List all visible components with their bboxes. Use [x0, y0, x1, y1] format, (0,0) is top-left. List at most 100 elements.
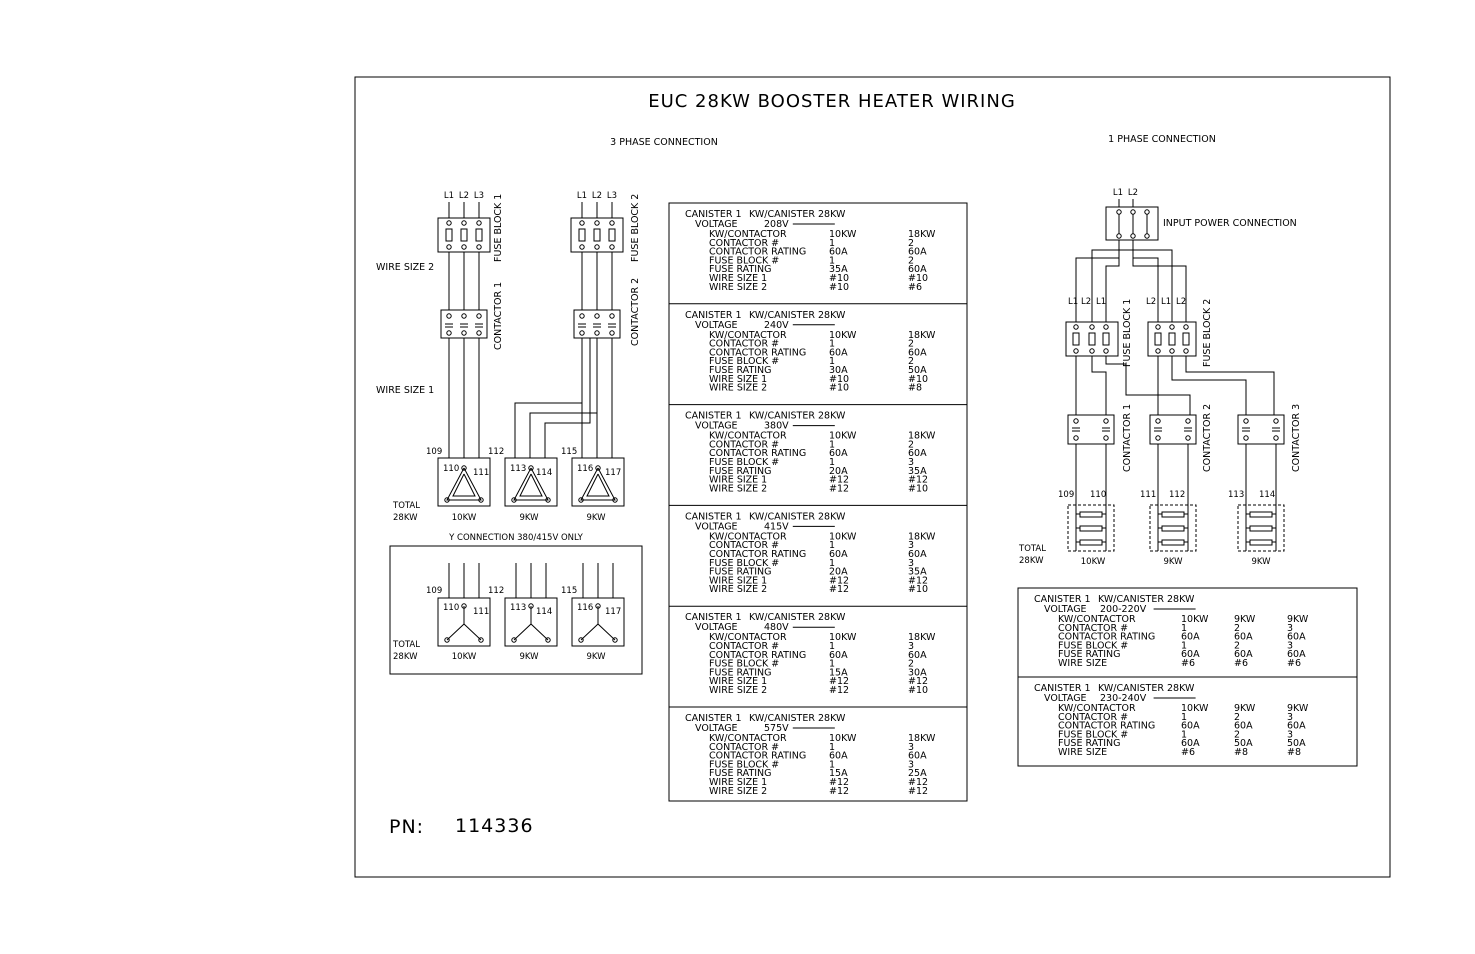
spec-row-value: #12: [829, 676, 849, 687]
terminal-label: 112: [488, 447, 504, 457]
spec-row-value: 60A: [1181, 649, 1200, 660]
spec-row-value: 3: [1287, 712, 1293, 723]
element-kw-label: 10KW: [452, 513, 477, 523]
kw-canister-label: KW/CANISTER 28KW: [749, 612, 846, 623]
one-phase-fuse-block-2-label: FUSE BLOCK 2: [1202, 299, 1213, 367]
canister-label: CANISTER 1: [685, 511, 742, 522]
spec-row-value: 60A: [908, 247, 927, 258]
spec-row-value: 1: [829, 339, 835, 350]
three-phase-circuit-1: L1 L2 L3 FUSE BLOCK 1 WIRE SIZE 2 CONTAC…: [376, 191, 504, 458]
input-label-l1: L1: [1113, 188, 1123, 198]
kw-canister-label: KW/CANISTER 28KW: [1098, 683, 1195, 694]
spec-row-label: WIRE SIZE: [1058, 658, 1107, 669]
spec-row-value: 3: [1287, 729, 1293, 740]
total-label: TOTAL: [1018, 544, 1046, 554]
line-label-l3: L3: [474, 191, 484, 201]
spec-row-label: FUSE BLOCK #: [709, 255, 779, 266]
spec-row-value: 1: [829, 759, 835, 770]
spec-row-value: 1: [829, 255, 835, 266]
spec-row-label: KW/CONTACTOR: [709, 229, 787, 240]
spec-row-value: 60A: [1181, 721, 1200, 732]
spec-row-value: #6: [1181, 747, 1195, 758]
spec-row-value: 60A: [1181, 738, 1200, 749]
spec-row-value: #8: [908, 383, 922, 394]
contactor-1-label: CONTACTOR 1: [493, 282, 504, 350]
spec-row-value: 1: [1181, 623, 1187, 634]
line-label-l2: L2: [592, 191, 602, 201]
spec-row-value: 18KW: [908, 531, 936, 542]
spec-row-label: CONTACTOR #: [709, 742, 779, 753]
spec-row-value: 3: [908, 759, 914, 770]
voltage-label: VOLTAGE: [695, 723, 738, 734]
spec-row-value: 1: [1181, 712, 1187, 723]
terminal-label: 113: [510, 464, 526, 474]
spec-row-label: CONTACTOR #: [709, 238, 779, 249]
spec-row-label: FUSE RATING: [1058, 649, 1121, 660]
spec-row-label: CONTACTOR RATING: [709, 347, 806, 358]
fuse-block-1-label: FUSE BLOCK 1: [493, 194, 504, 262]
spec-row-value: 60A: [1287, 649, 1306, 660]
spec-row-value: 18KW: [908, 733, 936, 744]
y-connection-panel: Y CONNECTION 380/415V ONLY 109 110 111 1…: [389, 533, 643, 675]
canister-label: CANISTER 1: [1034, 594, 1091, 605]
voltage-value: 380V: [764, 421, 789, 432]
one-phase-heater-element-3: 113 114 9KW: [1228, 490, 1285, 567]
line-label: L2: [1146, 297, 1156, 307]
spec-row-label: WIRE SIZE 2: [709, 282, 767, 293]
y-heater-element-1: 109 110 111 10KW: [426, 586, 491, 662]
element-kw-label: 9KW: [1251, 557, 1271, 567]
element-kw-label: 9KW: [519, 513, 539, 523]
spec-row-label: FUSE BLOCK #: [1058, 729, 1128, 740]
canister-label: CANISTER 1: [685, 612, 742, 623]
spec-row-value: #8: [1234, 747, 1248, 758]
spec-row-value: 60A: [908, 347, 927, 358]
element-kw-label: 10KW: [452, 652, 477, 662]
spec-row-label: FUSE BLOCK #: [709, 759, 779, 770]
kw-canister-label: KW/CANISTER 28KW: [1098, 594, 1195, 605]
wire-size-1-label: WIRE SIZE 1: [376, 385, 434, 396]
spec-row-label: FUSE RATING: [709, 466, 772, 477]
spec-row-label: CONTACTOR RATING: [709, 247, 806, 258]
spec-row-label: WIRE SIZE 2: [709, 483, 767, 494]
canister-label: CANISTER 1: [1034, 683, 1091, 694]
spec-row-value: #8: [1287, 747, 1301, 758]
spec-row-value: #6: [1181, 658, 1195, 669]
spec-row-label: WIRE SIZE 1: [709, 575, 767, 586]
spec-row-label: WIRE SIZE 2: [709, 786, 767, 797]
y-heater-element-3: 115 116 117 9KW: [561, 586, 625, 662]
spec-row-value: #10: [908, 273, 928, 284]
terminal-label: 114: [536, 607, 552, 617]
spec-row-label: CONTACTOR #: [709, 439, 779, 450]
spec-row-label: CONTACTOR #: [709, 540, 779, 551]
input-power-block: [1105, 206, 1159, 241]
spec-row-value: 10KW: [829, 229, 857, 240]
voltage-label: VOLTAGE: [695, 622, 738, 633]
spec-row-value: 10KW: [829, 531, 857, 542]
spec-row-value: 2: [1234, 712, 1240, 723]
spec-row-value: 10KW: [829, 733, 857, 744]
spec-row-value: 60A: [908, 549, 927, 560]
spec-row-label: WIRE SIZE 2: [709, 383, 767, 394]
spec-row-value: 1: [829, 238, 835, 249]
spec-row-value: #12: [908, 475, 928, 486]
terminal-label: 111: [473, 607, 489, 617]
spec-row-value: 60A: [829, 549, 848, 560]
spec-row-value: 60A: [829, 448, 848, 459]
spec-row-value: #6: [1287, 658, 1301, 669]
voltage-value: 480V: [764, 622, 789, 633]
total-label: TOTAL: [392, 501, 420, 511]
spec-row-value: 60A: [829, 247, 848, 258]
spec-row-value: 30A: [829, 365, 848, 376]
canister-label: CANISTER 1: [685, 209, 742, 220]
spec-row-value: 15A: [829, 768, 848, 779]
line-label-l3: L3: [607, 191, 617, 201]
spec-row-value: #12: [829, 475, 849, 486]
spec-row-value: 2: [1234, 640, 1240, 651]
spec-row-label: WIRE SIZE: [1058, 747, 1107, 758]
spec-row-value: 3: [908, 742, 914, 753]
